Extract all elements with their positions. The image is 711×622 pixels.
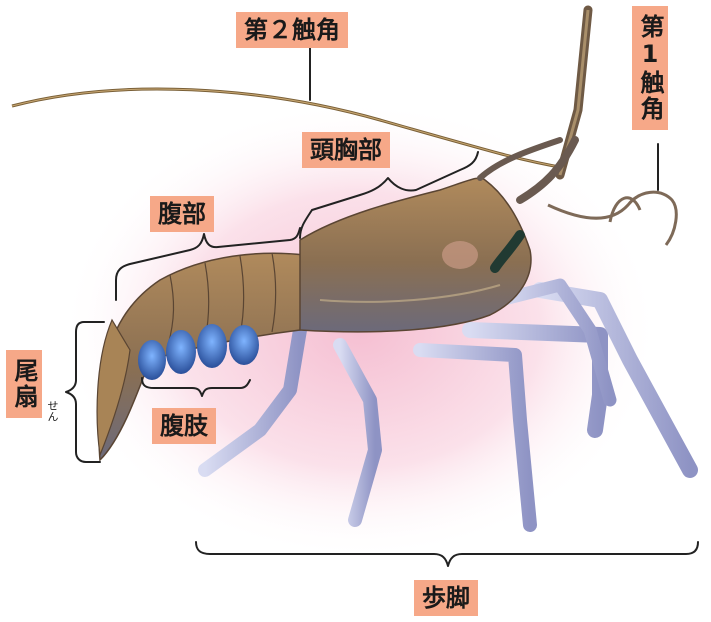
- label-walking-legs: 歩脚: [414, 580, 478, 616]
- label-abdomen: 腹部: [150, 196, 214, 232]
- label-pleopods: 腹肢: [152, 408, 216, 444]
- label-tail-fan-ruby: せん: [44, 400, 60, 422]
- label-first-antenna: 第1触角: [632, 6, 668, 130]
- label-tail-fan: 尾扇: [6, 350, 42, 418]
- label-second-antenna: 第２触角: [236, 12, 348, 48]
- label-cephalothorax: 頭胸部: [302, 132, 390, 168]
